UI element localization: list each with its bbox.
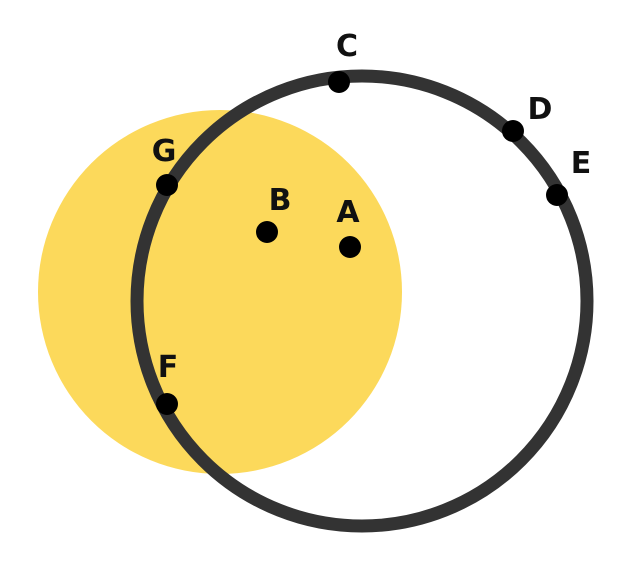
point-e: [546, 184, 568, 206]
label-a: A: [336, 195, 360, 230]
point-a: [339, 236, 361, 258]
yellow-disc: [38, 110, 402, 474]
label-e: E: [571, 146, 592, 181]
label-d: D: [528, 92, 553, 127]
point-g: [156, 174, 178, 196]
point-f: [156, 393, 178, 415]
point-d: [502, 120, 524, 142]
dark-circle: [130, 69, 594, 533]
label-f: F: [158, 350, 179, 385]
label-c: C: [336, 29, 358, 64]
label-g: G: [152, 134, 177, 169]
label-b: B: [269, 183, 292, 218]
point-c: [328, 71, 350, 93]
point-b: [256, 221, 278, 243]
